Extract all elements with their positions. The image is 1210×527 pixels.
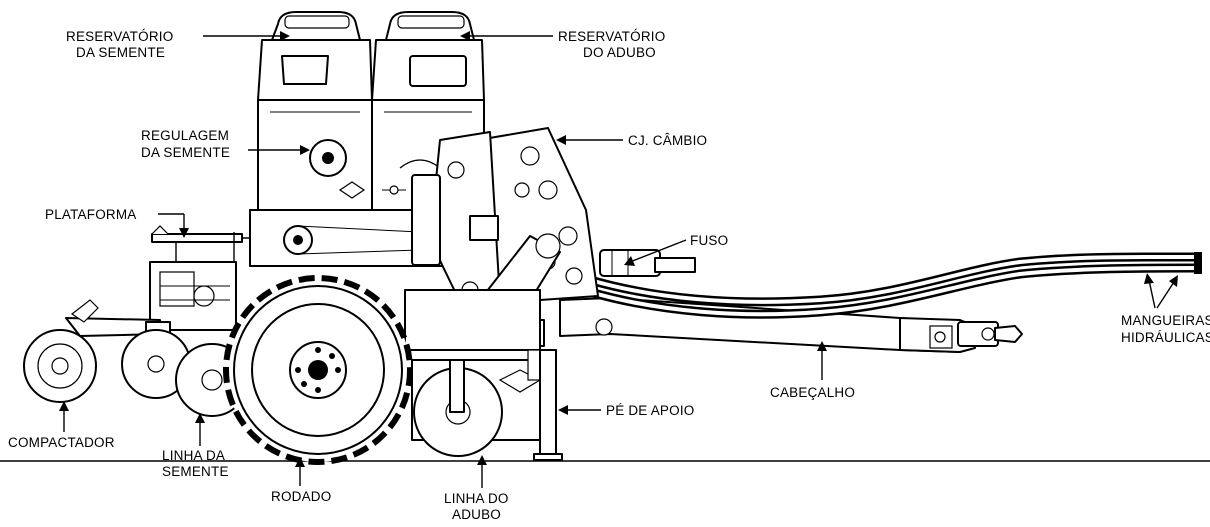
seeder-machine — [23, 11, 1202, 465]
label-regulagem-1: REGULAGEM — [141, 128, 229, 143]
label-mangueiras-1: MANGUEIRAS — [1121, 313, 1210, 328]
seed-row-unit — [149, 261, 237, 331]
label-reservatorio-semente-2: DA SEMENTE — [76, 45, 165, 60]
label-linha-semente-2: SEMENTE — [162, 464, 229, 479]
label-linha-adubo-2: ADUBO — [452, 507, 501, 522]
label-linha-adubo-1: LINHA DO — [444, 491, 509, 506]
fertilizer-line-disc — [411, 349, 549, 457]
main-wheel — [223, 275, 413, 465]
label-reservatorio-adubo-1: RESERVATÓRIO — [558, 29, 665, 44]
label-rodado: RODADO — [271, 489, 331, 504]
label-linha-semente-1: LINHA DA — [162, 448, 225, 463]
label-cj-cambio: CJ. CÂMBIO — [628, 133, 707, 148]
label-compactador: COMPACTADOR — [8, 435, 115, 450]
label-cabecalho: CABEÇALHO — [770, 385, 855, 400]
hydraulic-hoses — [588, 252, 1202, 319]
label-fuso: FUSO — [690, 233, 728, 248]
support-stand — [533, 349, 563, 461]
seed-hopper — [257, 11, 373, 211]
label-mangueiras-2: HIDRÁULICAS — [1121, 330, 1210, 345]
screw-jack — [599, 249, 696, 277]
label-pe-de-apoio: PÉ DE APOIO — [606, 403, 694, 418]
callout-leaders — [59, 31, 1178, 488]
label-regulagem-2: DA SEMENTE — [141, 145, 230, 160]
callout-labels: RESERVATÓRIO DA SEMENTE RESERVATÓRIO DO … — [8, 29, 1210, 522]
side-frame — [404, 131, 561, 351]
label-reservatorio-adubo-2: DO ADUBO — [583, 45, 656, 60]
label-reservatorio-semente-1: RESERVATÓRIO — [66, 29, 173, 44]
label-plataforma: PLATAFORMA — [45, 207, 137, 222]
